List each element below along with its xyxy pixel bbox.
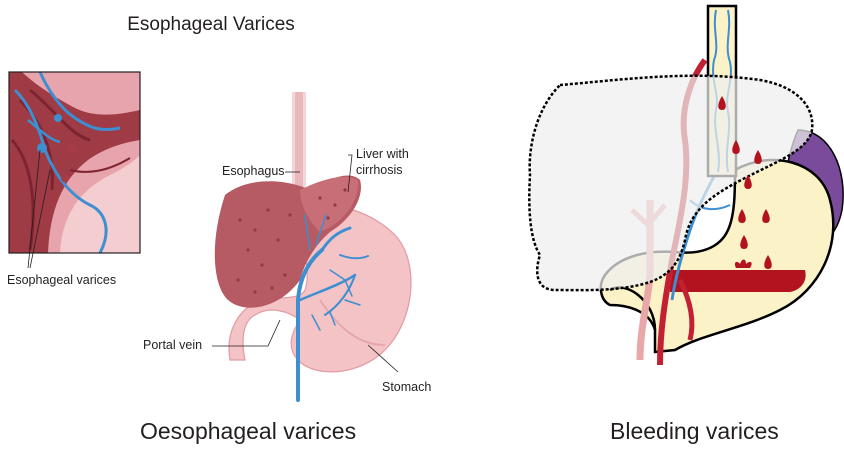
caption-oesophageal-varices: Oesophageal varices bbox=[140, 418, 356, 445]
label-liver-line1: Liver with bbox=[356, 147, 409, 161]
label-portal-vein: Portal vein bbox=[143, 338, 202, 352]
label-esophagus: Esophagus bbox=[222, 164, 285, 178]
label-stomach: Stomach bbox=[382, 380, 431, 394]
caption-bleeding-varices: Bleeding varices bbox=[610, 418, 779, 445]
diagram-title: Esophageal Varices bbox=[0, 14, 422, 36]
blood-pool bbox=[670, 270, 806, 292]
label-liver-line2: cirrhosis bbox=[356, 163, 403, 177]
bleeding-varices-illustration bbox=[529, 6, 843, 365]
label-esophageal-varices: Esophageal varices bbox=[7, 273, 116, 287]
esophagus-cross-section-inset bbox=[9, 72, 140, 253]
